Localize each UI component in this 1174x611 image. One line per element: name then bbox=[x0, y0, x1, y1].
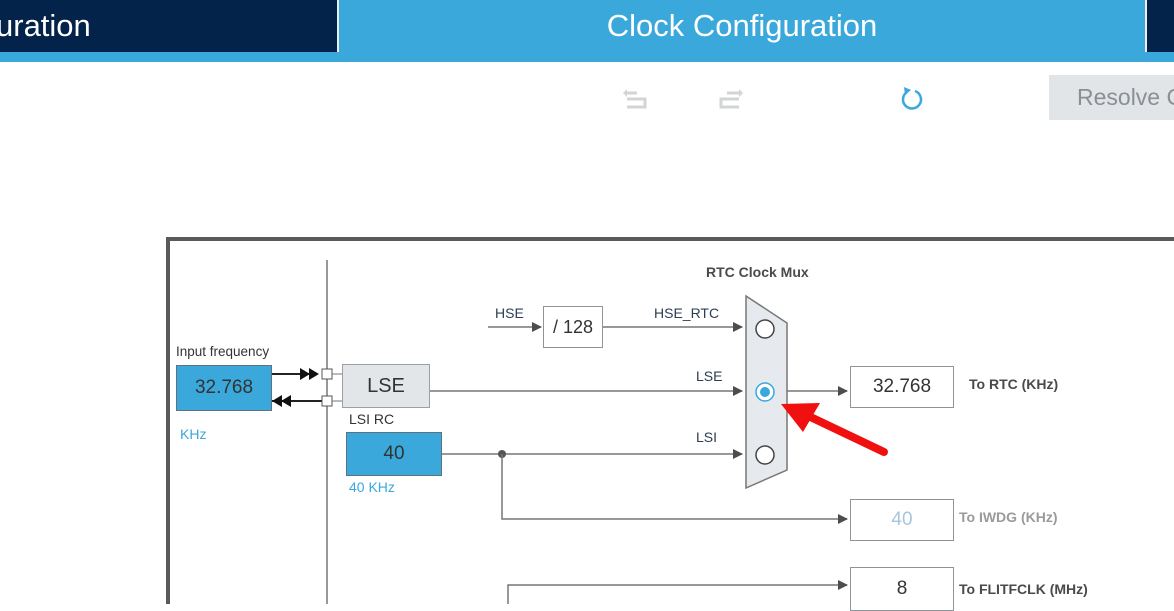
osc-out-arrow-icon bbox=[272, 395, 291, 407]
undo-button[interactable] bbox=[621, 84, 651, 114]
lsi-line-label: LSI bbox=[696, 429, 718, 445]
mux-radio-lse[interactable] bbox=[754, 381, 776, 403]
rtc-clock-mux-title: RTC Clock Mux bbox=[706, 264, 809, 280]
tab-label: uration bbox=[0, 8, 91, 43]
tab-next[interactable] bbox=[1147, 0, 1174, 52]
pin-osc-in bbox=[321, 368, 333, 380]
pin-osc-out bbox=[321, 395, 333, 407]
iwdg-line bbox=[501, 454, 848, 524]
tab-divider bbox=[1145, 0, 1147, 52]
diagram-frame bbox=[166, 237, 1174, 604]
redo-button[interactable] bbox=[715, 84, 745, 114]
osc-in-arrow-icon bbox=[300, 368, 319, 380]
lse-block[interactable]: LSE bbox=[342, 364, 430, 408]
lsi-rc-field[interactable]: 40 bbox=[346, 432, 442, 476]
rtc-output-field: 32.768 bbox=[850, 366, 954, 408]
hse-rtc-divider[interactable]: / 128 bbox=[543, 306, 603, 348]
flitfclk-output-label: To FLITFCLK (MHz) bbox=[959, 581, 1088, 597]
lsi-unit: 40 KHz bbox=[349, 479, 395, 495]
tab-underline bbox=[0, 52, 1174, 62]
rtc-output-label: To RTC (KHz) bbox=[969, 376, 1059, 392]
refresh-icon bbox=[901, 87, 923, 110]
lse-line-label: LSE bbox=[696, 368, 723, 384]
iwdg-output-field: 40 bbox=[850, 499, 954, 541]
annotation-arrow bbox=[796, 408, 888, 456]
input-frequency-label: Input frequency bbox=[176, 344, 270, 359]
tab-divider bbox=[337, 0, 339, 52]
flitfclk-line bbox=[507, 580, 848, 604]
lsi-rc-label: LSI RC bbox=[349, 411, 395, 427]
tab-clock-configuration[interactable]: Clock Configuration bbox=[339, 0, 1145, 52]
mux-radio-lsi[interactable] bbox=[754, 444, 776, 466]
hse-label: HSE bbox=[495, 305, 524, 321]
refresh-button[interactable] bbox=[897, 84, 927, 114]
undo-icon bbox=[623, 89, 647, 109]
hse-rtc-label: HSE_RTC bbox=[654, 305, 720, 321]
input-frequency-field[interactable]: 32.768 bbox=[176, 365, 272, 411]
tab-pinout-configuration[interactable]: uration bbox=[0, 0, 337, 52]
iwdg-output-label: To IWDG (KHz) bbox=[959, 509, 1058, 525]
annotation-arrowhead-icon bbox=[781, 403, 820, 432]
resolve-clock-issues-button[interactable]: Resolve C bbox=[1049, 75, 1174, 120]
input-frequency-unit: KHz bbox=[180, 426, 207, 442]
flitfclk-output-field: 8 bbox=[850, 567, 954, 611]
redo-icon bbox=[719, 89, 743, 109]
resolve-label: Resolve C bbox=[1077, 84, 1174, 110]
tab-label: Clock Configuration bbox=[606, 8, 878, 43]
mux-radio-hse-rtc[interactable] bbox=[754, 318, 776, 340]
